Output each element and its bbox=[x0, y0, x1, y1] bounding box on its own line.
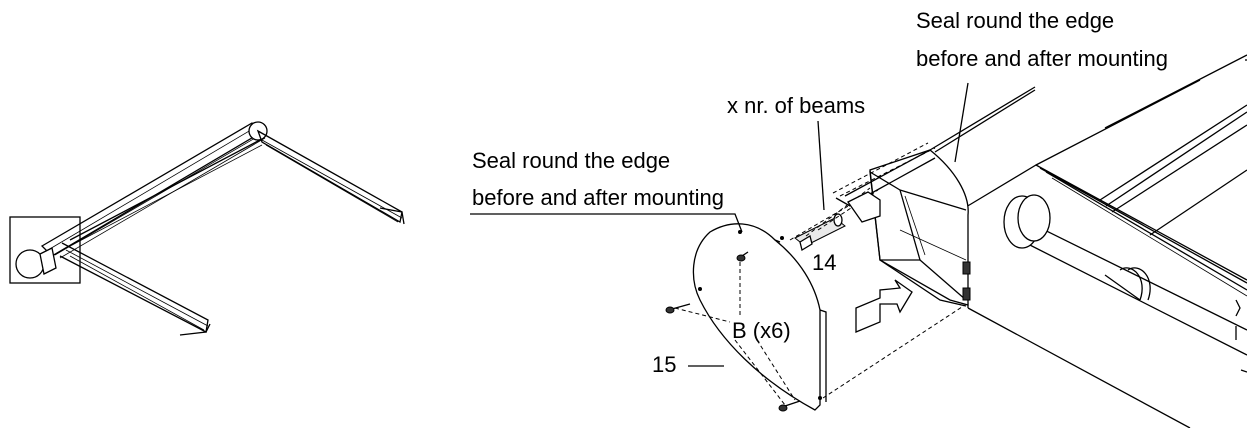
gutter-body-drawing bbox=[929, 54, 1247, 428]
beams-note: x nr. of beams bbox=[727, 93, 865, 118]
part-number-14: 14 bbox=[812, 250, 836, 275]
overview-frame-drawing bbox=[9, 121, 405, 336]
part-15-end-plate bbox=[692, 223, 827, 411]
screw-count-label: B (x6) bbox=[732, 318, 791, 343]
seal-note-left-line1: Seal round the edge bbox=[472, 148, 670, 173]
seal-note-left-line2: before and after mounting bbox=[472, 185, 724, 210]
seal-note-top-line1: Seal round the edge bbox=[916, 8, 1114, 33]
seal-note-top-line2: before and after mounting bbox=[916, 46, 1168, 71]
direction-arrow-icon bbox=[855, 279, 913, 333]
assembly-dash-lines bbox=[674, 204, 966, 406]
part-14-bracket bbox=[794, 187, 881, 252]
end-bracket-drawing bbox=[832, 142, 971, 307]
part-number-15: 15 bbox=[652, 352, 676, 377]
callout-lines bbox=[470, 82, 969, 367]
screws-drawing bbox=[665, 251, 801, 412]
